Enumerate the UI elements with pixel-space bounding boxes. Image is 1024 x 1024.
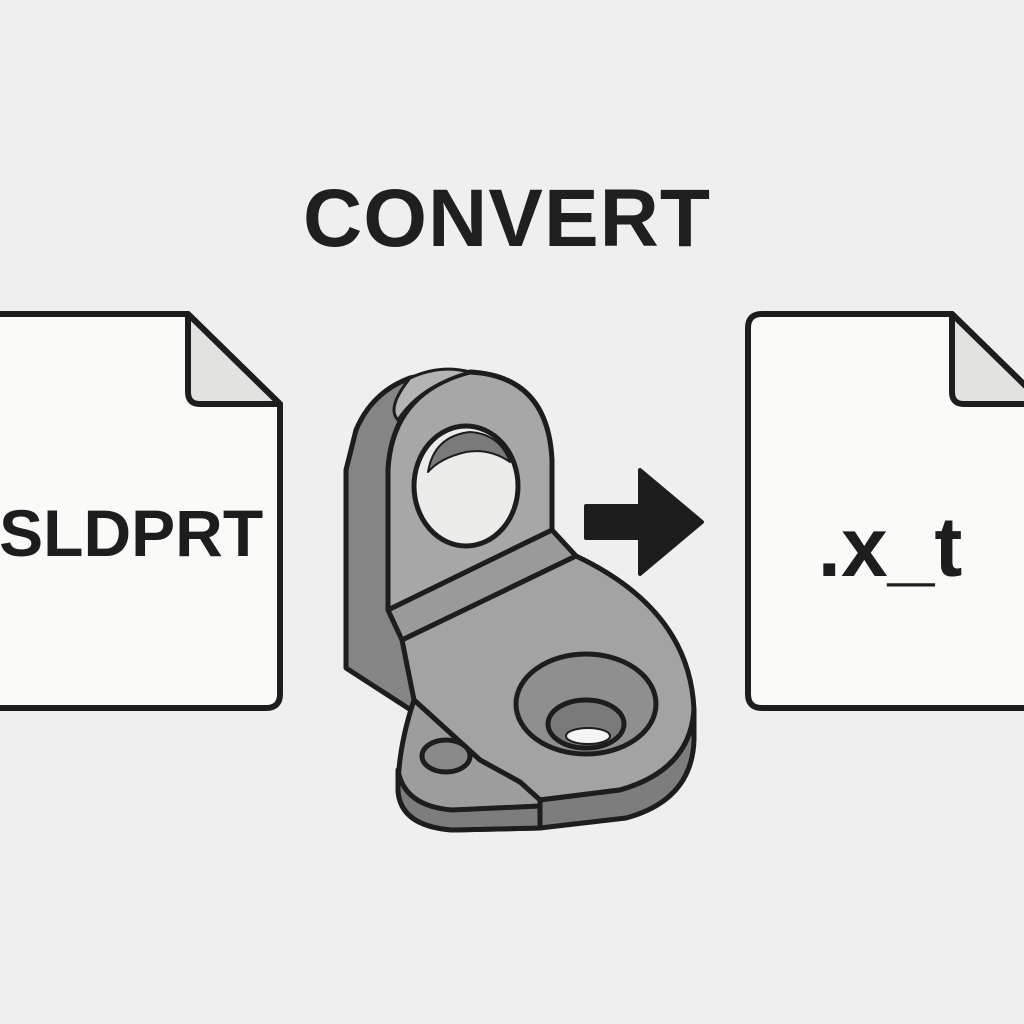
cad-bracket-part-icon bbox=[343, 367, 697, 833]
arrow-right-icon bbox=[584, 468, 704, 576]
target-file-icon bbox=[745, 311, 1024, 711]
source-file-icon bbox=[0, 311, 283, 711]
source-file-extension: .SLDPRT bbox=[0, 496, 263, 570]
target-file-extension: .x_t bbox=[818, 500, 963, 594]
diagram-title: CONVERT bbox=[303, 173, 711, 264]
